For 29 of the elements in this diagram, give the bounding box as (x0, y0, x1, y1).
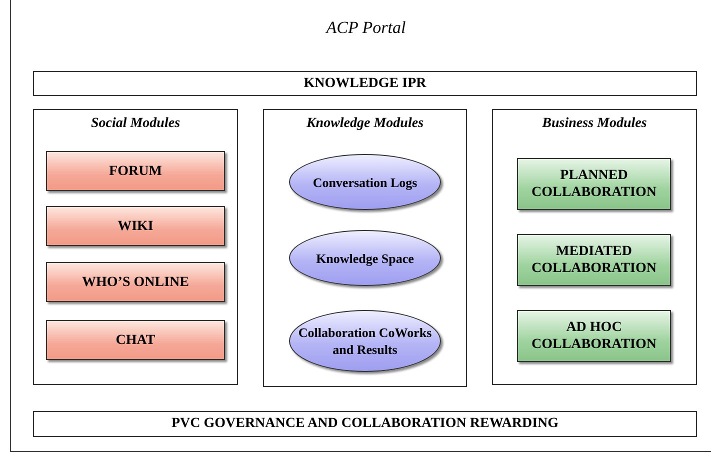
portal-frame (10, 0, 711, 452)
module-box (46, 151, 225, 191)
layer-bar (33, 411, 697, 437)
module-box (517, 234, 671, 286)
module-label: Knowledge Space (315, 250, 415, 266)
panel-heading: Social Modules (90, 116, 182, 132)
layer-bar (33, 71, 697, 96)
module-label: CHAT (114, 332, 156, 348)
module-box (517, 158, 671, 210)
portal-title: ACP Portal (324, 18, 407, 38)
module-box (517, 310, 671, 362)
panel-heading: Knowledge Modules (305, 116, 425, 132)
module-label: Conversation Logs (312, 174, 418, 190)
module-box (46, 320, 225, 360)
module-panel (492, 109, 697, 385)
panel-heading: Business Modules (541, 116, 648, 132)
module-panel (263, 109, 467, 387)
module-label: AD HOC COLLABORATION (530, 319, 658, 353)
module-label: Collaboration CoWorks and Results (297, 324, 433, 358)
module-label: WHO’S ONLINE (81, 274, 190, 290)
module-label: MEDIATED COLLABORATION (530, 243, 658, 277)
bar-label: PVC GOVERNANCE AND COLLABORATION REWARDING (171, 416, 559, 432)
module-label: FORUM (108, 162, 163, 180)
module-label: WIKI (116, 218, 154, 234)
module-box (46, 206, 225, 246)
module-box (46, 262, 225, 302)
module-label: PLANNED COLLABORATION (530, 167, 658, 201)
bar-label: KNOWLEDGE IPR (304, 76, 426, 92)
module-panel (33, 109, 238, 385)
